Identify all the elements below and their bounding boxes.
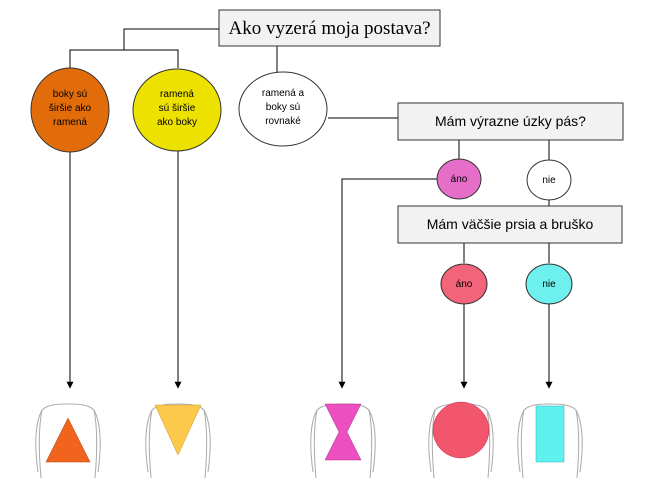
- branch-shoulders-wider-line-3: ako boky: [157, 117, 197, 128]
- triangle-body-icon: [35, 403, 101, 479]
- question-waist-text: Mám výrazne úzky pás?: [435, 113, 586, 129]
- branch-hips-wider-line-2: širšie ako: [49, 103, 92, 114]
- answer-bust-no: nie: [525, 263, 573, 305]
- question-waist-box: Mám výrazne úzky pás?: [397, 102, 624, 141]
- answer-bust-yes: áno: [440, 263, 488, 305]
- branch-equal-line-1: ramená a: [262, 88, 305, 99]
- question-bust-box: Mám väčšie prsia a bruško: [397, 205, 623, 244]
- branch-hips-wider-line-1: boky sú: [53, 89, 87, 100]
- branch-equal-line-2: boky sú: [266, 102, 300, 113]
- answer-waist-no-label: nie: [542, 175, 556, 186]
- branch-equal-line-3: rovnaké: [265, 116, 301, 127]
- branch-hips-wider-line-3: ramená: [53, 117, 87, 128]
- answer-waist-yes-label: áno: [451, 174, 468, 185]
- title-box: Ako vyzerá moja postava?: [218, 9, 441, 47]
- branch-shoulders-wider-line-2: sú širšie: [159, 103, 196, 114]
- branch-hips-wider: boky sú širšie ako ramená: [30, 67, 110, 153]
- branch-shoulders-wider: ramená sú širšie ako boky: [132, 68, 222, 152]
- branch-shoulders-wider-line-1: ramená: [160, 89, 194, 100]
- rectangle-body-icon: [517, 403, 583, 479]
- answer-bust-yes-label: áno: [456, 279, 473, 290]
- connector-lines: [66, 28, 553, 389]
- answer-waist-no: nie: [526, 159, 572, 201]
- answer-bust-no-label: nie: [542, 279, 556, 290]
- hourglass-body-icon: [310, 403, 376, 479]
- round-body-icon: [428, 401, 494, 479]
- answer-waist-yes: áno: [436, 158, 482, 200]
- branch-equal: ramená a boky sú rovnaké: [238, 71, 328, 147]
- inverted-triangle-body-icon: [145, 403, 211, 479]
- title-text: Ako vyzerá moja postava?: [228, 18, 430, 39]
- question-bust-text: Mám väčšie prsia a bruško: [427, 216, 594, 232]
